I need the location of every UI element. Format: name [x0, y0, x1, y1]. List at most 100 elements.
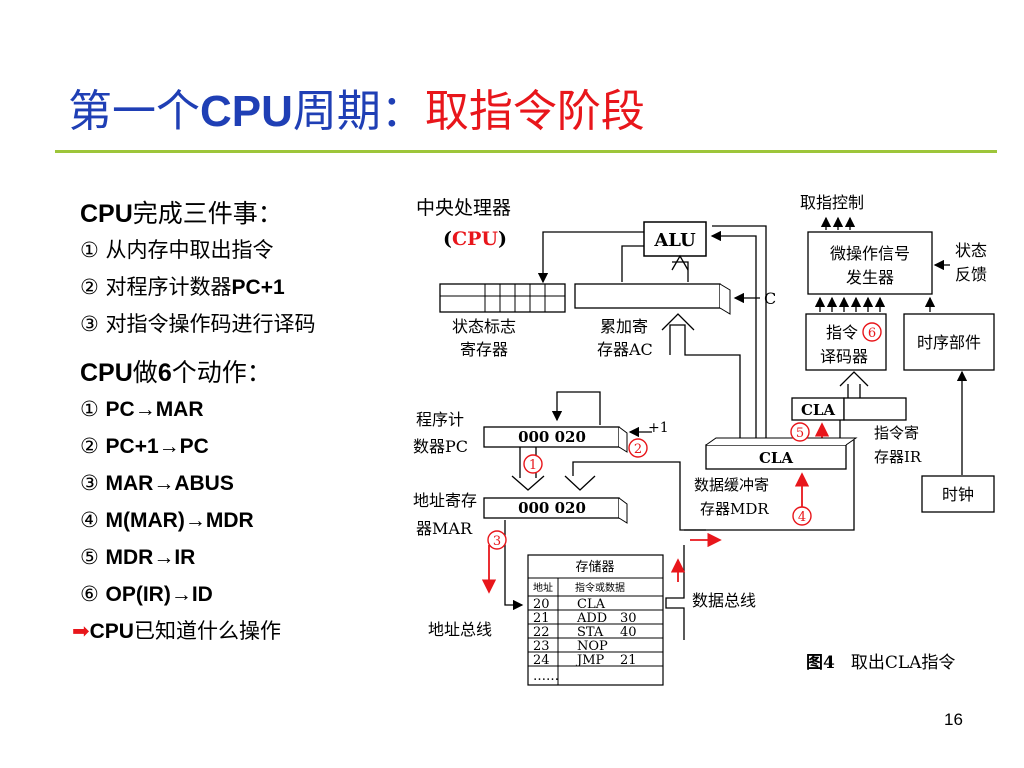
accumulator-box	[574, 283, 721, 309]
action-item-4: ④ M(MAR)→MDR	[80, 502, 410, 539]
status-feedback-label-1: 状态	[955, 241, 987, 260]
pc-label-1: 程序计	[416, 410, 464, 429]
ir-label-2: 存器IR	[874, 448, 922, 466]
memory-rows: 20 CLA 21 ADD 30 22 STA 40 23 NOP 24 JMP…	[533, 597, 637, 684]
memory-row-2-arg: 30	[620, 611, 637, 626]
step-markers: 1 2 3 4 5 6	[487, 322, 882, 550]
title-underline	[55, 150, 997, 153]
title-cpu: CPU	[200, 87, 293, 136]
timing-unit-box	[903, 313, 995, 371]
action-4-text: M(MAR)→MDR	[105, 509, 254, 532]
action-5-num: ⑤	[80, 545, 99, 569]
heading-six-actions-bold1: CPU	[80, 359, 133, 387]
fetch-control-label: 取指控制	[800, 193, 864, 212]
memory-row-5-addr: 24	[533, 653, 550, 668]
cpu-abbr-label: (CPU)	[443, 228, 507, 250]
memory-row-2-addr: 21	[533, 611, 550, 626]
left-text-column: CPU完成三件事： ① 从内存中取出指令 ② 对程序计数器PC+1 ③ 对指令操…	[72, 196, 410, 650]
step-mark-1: 1	[529, 458, 537, 473]
memory-row-5-arg: 21	[620, 653, 637, 668]
status-feedback-label-2: 反馈	[955, 265, 987, 284]
action-1-text: PC→MAR	[105, 398, 204, 421]
memory-header-content: 指令或数据	[575, 581, 625, 594]
memory-title: 存储器	[575, 560, 614, 575]
ir-content: CLA	[801, 401, 835, 419]
task-item-2: ② 对程序计数器PC+1	[80, 269, 410, 306]
mdr-label-1: 数据缓冲寄	[694, 476, 769, 494]
action-1-num: ①	[80, 397, 99, 421]
action-item-5: ⑤ MDR→IR	[80, 539, 410, 576]
address-bus-label: 地址总线	[428, 620, 492, 639]
task-item-1: ① 从内存中取出指令	[80, 238, 274, 262]
task-item-2-bold: PC+1	[231, 276, 285, 299]
status-register	[439, 283, 566, 313]
title-part1: 第一个	[68, 86, 200, 137]
memory-more: ……	[533, 669, 559, 684]
micro-op-label-2: 发生器	[846, 268, 894, 287]
data-bus-label: 数据总线	[692, 591, 756, 610]
memory-row-3-addr: 22	[533, 625, 550, 640]
micro-op-label-1: 微操作信号	[830, 244, 910, 263]
heading-six-actions-rest: 个动作：	[171, 358, 272, 387]
micro-op-generator-box	[807, 231, 933, 295]
status-reg-label-2: 寄存器	[460, 340, 508, 359]
right-arrow-icon: ➡	[72, 619, 90, 643]
ir-address-box	[843, 397, 907, 421]
control-c-label: C	[764, 289, 776, 308]
mar-value: 000 020	[518, 499, 586, 517]
action-3-num: ③	[80, 471, 99, 495]
action-6-text: OP(IR)→ID	[105, 583, 213, 606]
memory-table	[527, 554, 664, 686]
action-item-6: ⑥ OP(IR)→ID	[80, 576, 410, 613]
action-item-1: ① PC→MAR	[80, 391, 410, 428]
pc-label-2: 数器PC	[413, 437, 468, 456]
mar-label-1: 地址寄存	[413, 491, 477, 510]
alu-box	[643, 221, 707, 257]
mdr-label-2: 存器MDR	[700, 500, 769, 518]
heading-six-actions-bold2: 6	[157, 359, 172, 387]
task-item-3: ③ 对指令操作码进行译码	[80, 312, 316, 336]
mar-label-2: 器MAR	[416, 519, 473, 538]
ir-label-1: 指令寄	[874, 424, 919, 442]
action-5-text: MDR→IR	[105, 546, 196, 569]
task-item-2-text: ② 对程序计数器	[80, 275, 232, 299]
decoder-label-2: 译码器	[820, 347, 868, 366]
decoder-label-1: 指令	[826, 323, 858, 342]
memory-row-4-op: NOP	[577, 639, 608, 654]
timing-label: 时序部件	[917, 333, 981, 352]
action-item-2: ② PC+1→PC	[80, 428, 410, 465]
pc-value: 000 020	[518, 428, 586, 446]
accumulator-label-1: 累加寄	[600, 317, 648, 336]
clock-box	[921, 475, 995, 513]
conclusion-bold: CPU	[89, 620, 134, 643]
heading-three-tasks-bold: CPU	[80, 200, 133, 228]
memory-row-1-addr: 20	[533, 597, 550, 612]
title-part2: 周期：	[292, 86, 425, 137]
step-mark-2: 2	[634, 442, 642, 457]
action-4-num: ④	[80, 508, 99, 532]
memory-row-3-op: STA	[577, 625, 604, 640]
action-2-num: ②	[80, 434, 99, 458]
status-reg-label-1: 状态标志	[452, 317, 516, 336]
title-highlight: 取指令阶段	[424, 86, 645, 137]
action-2-text: PC+1→PC	[105, 435, 209, 458]
heading-three-tasks: CPU完成三件事：	[80, 196, 410, 232]
memory-row-5-op: JMP	[575, 653, 605, 668]
heading-six-actions-mid: 做	[132, 358, 158, 387]
accumulator-label-2: 存器AC	[597, 340, 653, 359]
memory-row-2-op: ADD	[576, 611, 607, 626]
slide-title: 第一个CPU周期：取指令阶段	[68, 84, 645, 140]
action-item-3: ③ MAR→ABUS	[80, 465, 410, 502]
conclusion-line: ➡CPU已知道什么操作	[72, 613, 410, 650]
conclusion-rest: 已知道什么操作	[133, 619, 281, 643]
page-number: 16	[944, 710, 963, 729]
alu-label: ALU	[653, 230, 696, 251]
clock-label: 时钟	[942, 485, 974, 504]
step-mark-6: 6	[868, 326, 876, 341]
cpu-label: 中央处理器	[416, 197, 511, 219]
step-mark-4: 4	[798, 510, 806, 525]
plus-one-label: +1	[648, 420, 669, 436]
memory-header-address: 地址	[533, 581, 553, 594]
